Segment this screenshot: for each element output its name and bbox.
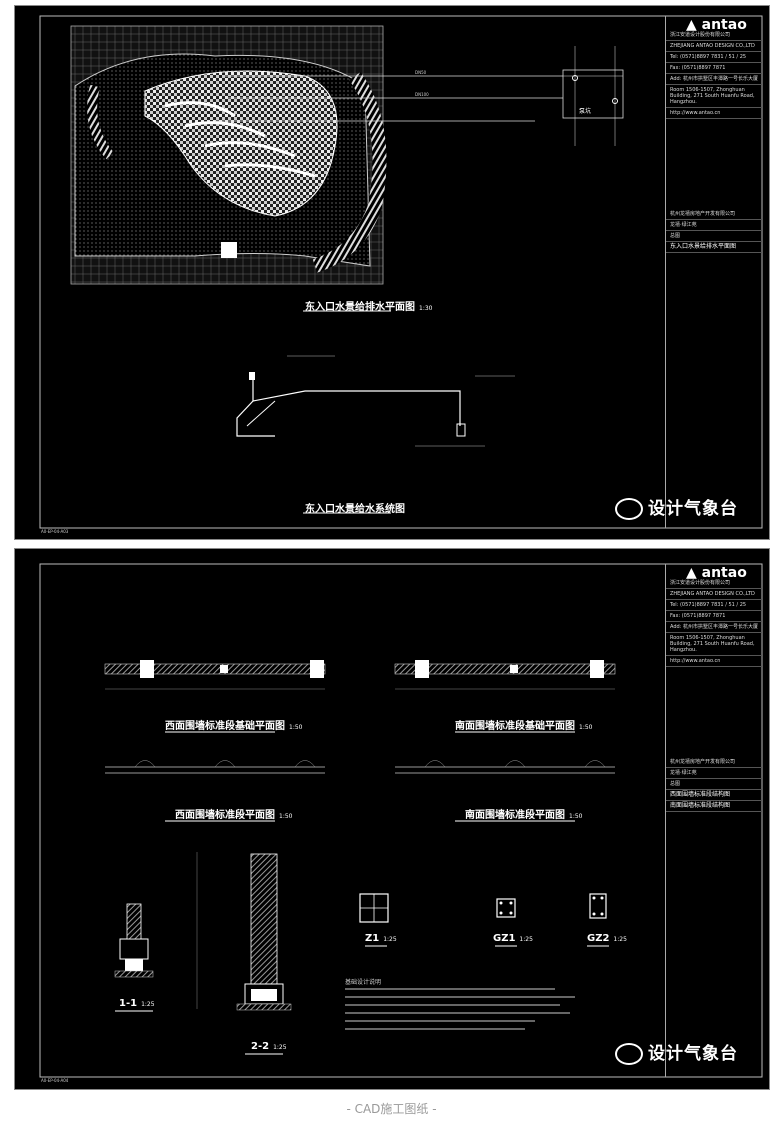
plan-drawing-title: 东入口水景给排水平面图 1:30 (305, 298, 432, 313)
sheet-2-linework (39, 563, 763, 1078)
south-foundation-scale: 1:50 (579, 724, 593, 731)
supply-pipe-label: DN50 (415, 70, 427, 75)
column-gz2-label: GZ2 (587, 933, 610, 944)
brand-name-2: antao (701, 565, 747, 581)
company-fax-2: Fax: (0571)8897 7871 (666, 611, 762, 622)
south-plan-scale: 1:50 (569, 813, 583, 820)
drain-pipe-label: DN100 (415, 92, 429, 97)
plan-scale: 1:30 (419, 305, 433, 312)
west-plan-scale: 1:50 (279, 813, 293, 820)
company-address-en: Room 1506-1507, Zhonghuan Building, 271 … (666, 85, 762, 108)
brand-name: antao (701, 17, 747, 33)
antao-logo: ▲ antao (666, 16, 762, 33)
project-name-2: 龙禧·绿江苑 (666, 768, 762, 779)
watermark-2: 设计气象台 (615, 1039, 738, 1065)
client-name: 杭州龙禧房地产开发有限公司 (666, 209, 762, 220)
company-name: 浙江安道设计股份有限公司 (666, 30, 762, 41)
company-tel-2: Tel: (0571)8897 7831 / 51 / 25 (666, 600, 762, 611)
plan-title-text: 东入口水景给排水平面图 (305, 302, 415, 313)
company-name-2: 浙江安道设计股份有限公司 (666, 578, 762, 589)
client-name-2: 杭州龙禧房地产开发有限公司 (666, 757, 762, 768)
sheet-1-code: A0-EP-04-A03 (41, 529, 69, 534)
south-foundation-title-text: 南面围墙标准段基础平面图 (455, 721, 575, 732)
section-2-2-scale: 1:25 (273, 1044, 287, 1051)
logo-mark-icon: ▲ (686, 17, 702, 33)
sheet-title: 东入口水景给排水平面图 (666, 242, 762, 253)
watermark-text-1: 设计气象台 (648, 499, 738, 519)
antao-logo-2: ▲ antao (666, 564, 762, 581)
west-plan-title-text: 西面围墙标准段平面图 (175, 810, 275, 821)
watermark-1: 设计气象台 (615, 494, 738, 520)
company-fax: Fax: (0571)8897 7871 (666, 63, 762, 74)
company-web: http://www.antao.cn (666, 108, 762, 119)
west-foundation-scale: 1:50 (289, 724, 303, 731)
discipline: 总图 (666, 231, 762, 242)
project-name: 龙禧·绿江苑 (666, 220, 762, 231)
column-z1-label: Z1 (365, 933, 380, 944)
title-block-1: ▲ antao 浙江安道设计股份有限公司 ZHEJIANG ANTAO DESI… (665, 16, 762, 528)
company-address-en-2: Room 1506-1507, Zhonghuan Building, 271 … (666, 633, 762, 656)
column-gz1-label: GZ1 (493, 933, 516, 944)
column-gz2-scale: 1:25 (613, 936, 627, 943)
wechat-icon-2 (615, 1043, 643, 1065)
discipline-2: 总图 (666, 779, 762, 790)
sheet-title-2b: 南面围墙标准段结构图 (666, 801, 762, 812)
south-wall-foundation-title: 南面围墙标准段基础平面图 1:50 (455, 717, 592, 732)
company-web-2: http://www.antao.cn (666, 656, 762, 667)
drawing-sheet-2: 西面围墙标准段基础平面图 1:50 南面围墙标准段基础平面图 1:50 西面围墙标准… (14, 548, 770, 1090)
wechat-icon (615, 498, 643, 520)
logo-mark-icon-2: ▲ (686, 565, 702, 581)
company-name-en: ZHEJIANG ANTAO DESIGN CO.,LTD (666, 41, 762, 52)
south-wall-plan-title: 南面围墙标准段平面图 1:50 (465, 806, 582, 821)
sheet-1-linework (39, 15, 763, 529)
watermark-text-2: 设计气象台 (648, 1044, 738, 1064)
image-caption: - CAD施工图纸 - (346, 1102, 437, 1116)
company-address: Add: 杭州市拱墅区丰潭路一号长乐大厦 (666, 74, 762, 85)
west-foundation-title-text: 西面围墙标准段基础平面图 (165, 721, 285, 732)
section-2-2-label: 2-2 (251, 1041, 270, 1052)
column-gz1-scale: 1:25 (519, 936, 533, 943)
south-plan-title-text: 南面围墙标准段平面图 (465, 810, 565, 821)
company-name-en-2: ZHEJIANG ANTAO DESIGN CO.,LTD (666, 589, 762, 600)
sheet-2-code: A0-EP-04-A04 (41, 1078, 69, 1083)
title-block-2: ▲ antao 浙江安道设计股份有限公司 ZHEJIANG ANTAO DESI… (665, 564, 762, 1077)
west-wall-plan-title: 西面围墙标准段平面图 1:50 (175, 806, 292, 821)
section-1-1-label: 1-1 (119, 998, 138, 1009)
company-address-2: Add: 杭州市拱墅区丰潭路一号长乐大厦 (666, 622, 762, 633)
sheet-title-2a: 西面围墙标准段结构图 (666, 790, 762, 801)
company-tel: Tel: (0571)8897 7831 / 51 / 25 (666, 52, 762, 63)
foundation-notes-title: 基础设计说明 (345, 979, 382, 986)
section-1-1-scale: 1:25 (141, 1001, 155, 1008)
column-z1-scale: 1:25 (383, 936, 397, 943)
pump-pit-label: 泵坑 (579, 108, 592, 115)
system-drawing-title: 东入口水景给水系统图 (305, 504, 405, 515)
west-wall-foundation-title: 西面围墙标准段基础平面图 1:50 (165, 717, 302, 732)
drawing-sheet-1: 泵坑 DN50 DN100 东入口水景给排水平面图 1:30 东入口水景给水系统图… (14, 5, 770, 540)
